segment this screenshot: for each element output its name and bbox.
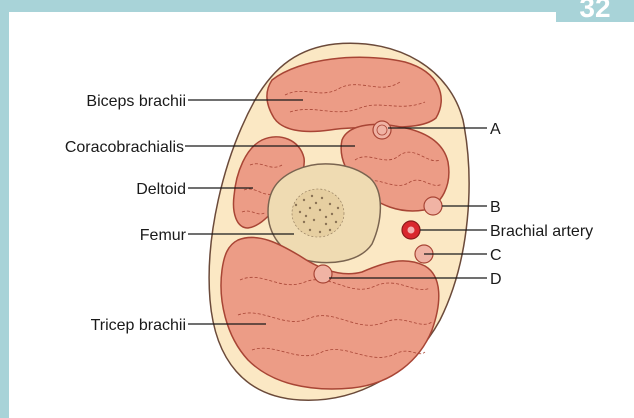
label-tricep-brachii: Tricep brachii	[91, 317, 186, 334]
label-coracobrachialis: Coracobrachialis	[65, 139, 184, 156]
structure-b-circle	[424, 197, 442, 215]
label-brachial-artery: Brachial artery	[490, 223, 593, 240]
label-a: A	[490, 121, 501, 138]
label-b: B	[490, 199, 501, 216]
biceps-brachii-muscle	[267, 57, 441, 131]
brachial-artery-lumen	[408, 227, 415, 234]
label-biceps-brachii: Biceps brachii	[86, 93, 186, 110]
structure-d-circle	[314, 265, 332, 283]
structure-a-circle	[373, 121, 391, 139]
label-c: C	[490, 247, 502, 264]
label-d: D	[490, 271, 502, 288]
label-deltoid: Deltoid	[136, 181, 186, 198]
label-femur: Femur	[140, 227, 187, 244]
